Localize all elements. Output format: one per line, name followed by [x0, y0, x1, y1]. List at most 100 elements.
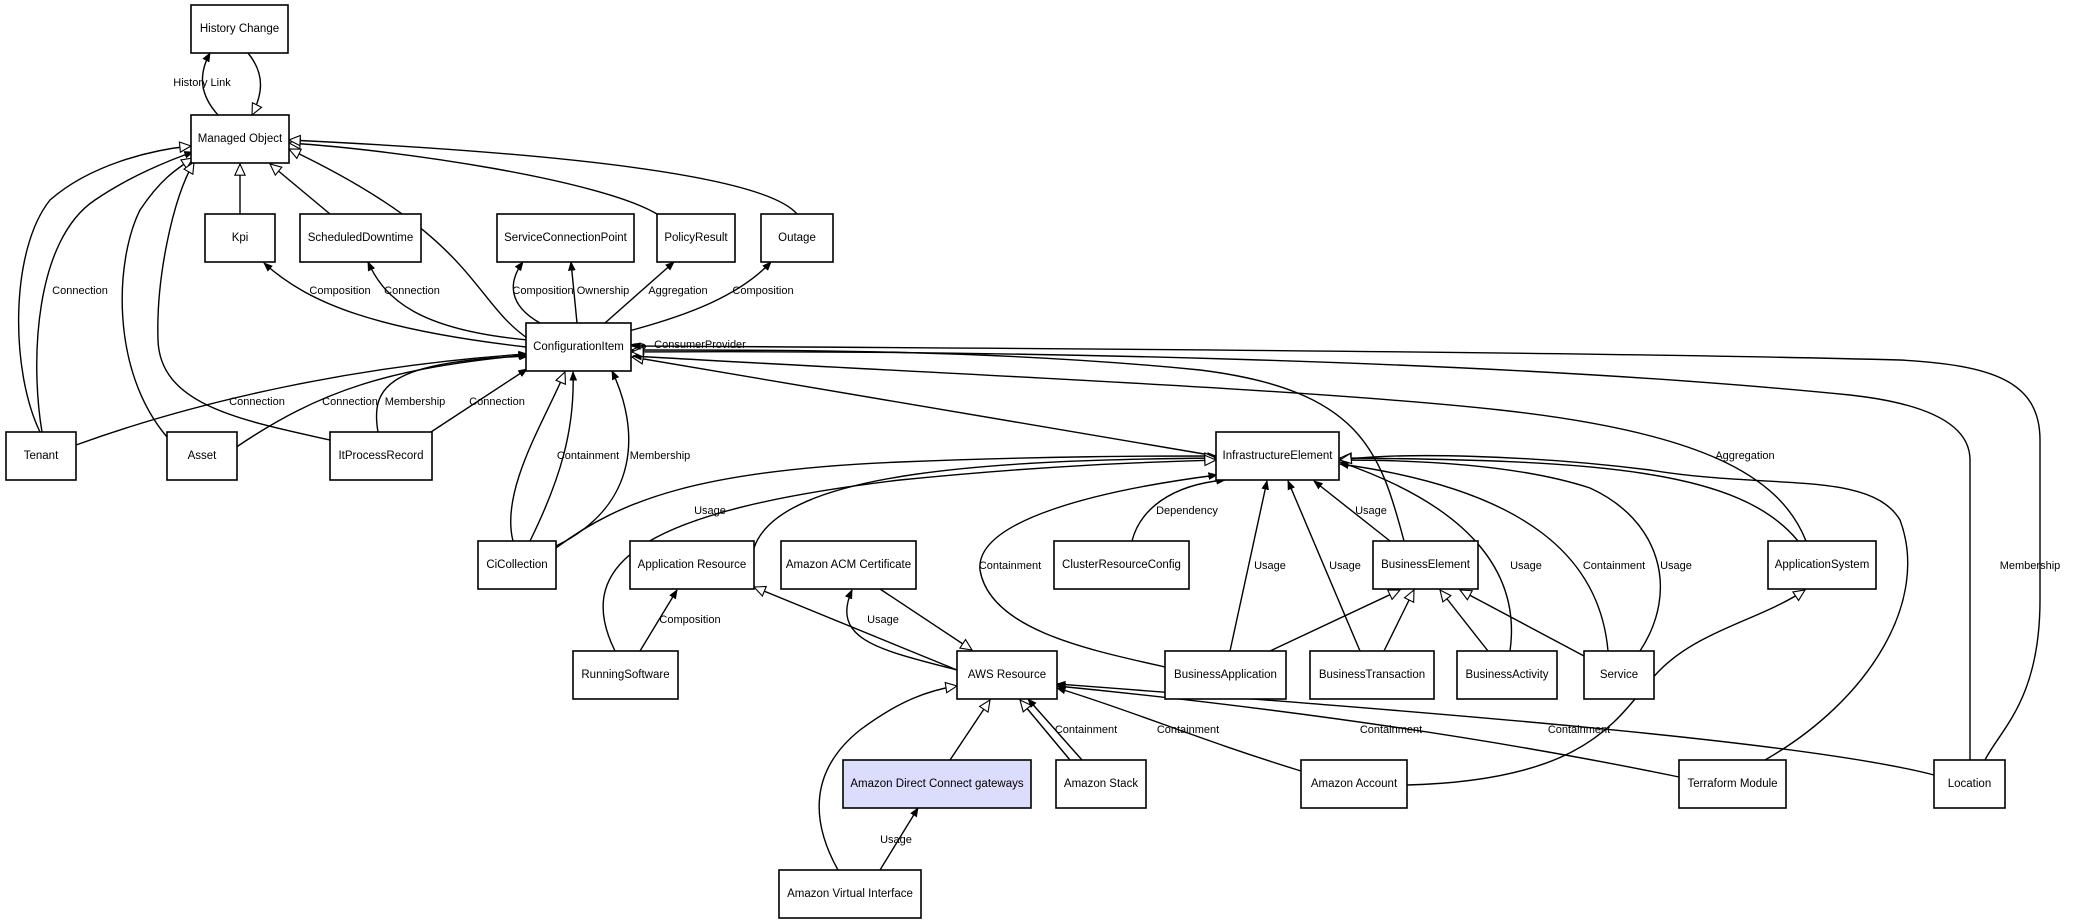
node-box-amazon-virtual-interface[interactable]	[778, 869, 922, 919]
node-box-amazon-acm-certificate[interactable]	[780, 540, 917, 590]
node-box-policy-result[interactable]	[656, 213, 736, 263]
node-box-kpi[interactable]	[204, 213, 276, 263]
node-amazon-virtual-interface[interactable]: Amazon Virtual Interface	[778, 869, 922, 919]
node-managed-object[interactable]: Managed Object	[190, 114, 290, 164]
node-label-history-change: History Change	[200, 23, 279, 35]
edge-aws-resource-to-amazon-acm-certificate-e50	[847, 590, 958, 671]
node-label-service: Service	[1600, 669, 1638, 681]
node-label-amazon-acm-certificate: Amazon ACM Certificate	[786, 559, 911, 571]
edge-amazon-virtual-interface-to-aws-resource-e53	[818, 686, 957, 871]
edge-amazon-account-to-aws-resource-e56	[1057, 688, 1302, 772]
node-application-system[interactable]: ApplicationSystem	[1767, 540, 1877, 590]
node-box-running-software[interactable]	[572, 650, 679, 700]
node-box-application-system[interactable]	[1767, 540, 1877, 590]
node-box-aws-resource[interactable]	[956, 650, 1058, 700]
node-box-amazon-account[interactable]	[1300, 759, 1408, 809]
node-history-change[interactable]: History Change	[190, 4, 289, 54]
node-scheduled-downtime[interactable]: ScheduledDowntime	[299, 213, 422, 263]
edge-label-e09: Connection	[52, 285, 108, 297]
edge-configuration-item-to-service-connection-point-e14	[512, 262, 541, 324]
node-aws-resource[interactable]: AWS Resource	[956, 650, 1058, 700]
node-business-transaction[interactable]: BusinessTransaction	[1309, 650, 1435, 700]
edge-label-e17: Composition	[732, 285, 793, 297]
node-box-cluster-resource-config[interactable]	[1053, 540, 1190, 590]
node-service[interactable]: Service	[1583, 650, 1655, 700]
node-box-application-resource[interactable]	[629, 540, 755, 590]
edge-configuration-item-to-service-connection-point-e15	[571, 262, 578, 324]
edge-scheduled-downtime-to-managed-object-e04	[270, 164, 331, 215]
node-amazon-direct-connect-gateways[interactable]: Amazon Direct Connect gateways	[842, 759, 1032, 809]
node-label-aws-resource: AWS Resource	[968, 669, 1046, 681]
node-box-business-transaction[interactable]	[1309, 650, 1435, 700]
node-box-business-application[interactable]	[1164, 650, 1287, 700]
node-configuration-item[interactable]: ConfigurationItem	[525, 322, 632, 372]
node-box-service[interactable]	[1583, 650, 1655, 700]
node-ci-collection[interactable]: CiCollection	[477, 540, 557, 590]
node-box-business-activity[interactable]	[1456, 650, 1558, 700]
node-outage[interactable]: Outage	[760, 213, 834, 263]
node-label-business-application: BusinessApplication	[1174, 669, 1277, 681]
node-it-process-record[interactable]: ItProcessRecord	[329, 431, 433, 481]
edge-configuration-item-to-scheduled-downtime-e13	[367, 262, 529, 341]
edge-business-element-to-infrastructure-element-e38	[1314, 481, 1391, 542]
node-label-outage: Outage	[778, 232, 816, 244]
node-business-activity[interactable]: BusinessActivity	[1456, 650, 1558, 700]
node-amazon-account[interactable]: Amazon Account	[1300, 759, 1408, 809]
node-label-location: Location	[1948, 778, 1991, 790]
node-label-business-activity: BusinessActivity	[1465, 669, 1548, 681]
node-box-managed-object[interactable]	[190, 114, 290, 164]
edge-business-transaction-to-business-element-e45	[1383, 590, 1415, 652]
node-business-element[interactable]: BusinessElement	[1372, 540, 1479, 590]
edge-outage-to-managed-object-e07	[289, 140, 798, 215]
node-box-terraform-module[interactable]	[1678, 759, 1787, 809]
edge-application-system-to-infrastructure-element-e42	[1340, 458, 1799, 542]
node-label-service-connection-point: ServiceConnectionPoint	[504, 232, 628, 244]
edge-label-e12: Composition	[309, 285, 370, 297]
node-box-it-process-record[interactable]	[329, 431, 433, 481]
node-box-business-element[interactable]	[1372, 540, 1479, 590]
edge-configuration-item-to-configuration-item-e18	[630, 343, 647, 350]
node-policy-result[interactable]: PolicyResult	[656, 213, 736, 263]
node-asset[interactable]: Asset	[166, 431, 238, 481]
edge-label-e31: Usage	[694, 505, 726, 517]
node-amazon-stack[interactable]: Amazon Stack	[1055, 759, 1147, 809]
node-box-service-connection-point[interactable]	[496, 213, 635, 263]
node-amazon-acm-certificate[interactable]: Amazon ACM Certificate	[780, 540, 917, 590]
edge-amazon-acm-certificate-to-aws-resource-e51	[879, 588, 972, 650]
node-kpi[interactable]: Kpi	[204, 213, 276, 263]
node-box-asset[interactable]	[166, 431, 238, 481]
edge-label-e37: Usage	[1329, 560, 1361, 572]
node-box-location[interactable]	[1933, 759, 2006, 809]
node-box-outage[interactable]	[760, 213, 834, 263]
node-box-amazon-direct-connect-gateways[interactable]	[842, 759, 1032, 809]
node-location[interactable]: Location	[1933, 759, 2006, 809]
edge-application-system-to-configuration-item-e28	[633, 356, 1807, 542]
node-business-application[interactable]: BusinessApplication	[1164, 650, 1287, 700]
node-cluster-resource-config[interactable]: ClusterResourceConfig	[1053, 540, 1190, 590]
edge-label-e60: Usage	[880, 834, 912, 846]
node-box-infrastructure-element[interactable]	[1215, 431, 1340, 481]
node-running-software[interactable]: RunningSoftware	[572, 650, 679, 700]
edge-location-to-configuration-item-e29	[632, 352, 1971, 760]
node-label-business-element: BusinessElement	[1381, 559, 1471, 571]
edge-label-e19: Connection	[229, 396, 285, 408]
edge-asset-to-managed-object-e10	[121, 158, 193, 438]
node-tenant[interactable]: Tenant	[5, 431, 77, 481]
node-box-configuration-item[interactable]	[525, 322, 632, 372]
edge-label-e38: Usage	[1355, 505, 1387, 517]
node-label-running-software: RunningSoftware	[581, 669, 669, 681]
node-service-connection-point[interactable]: ServiceConnectionPoint	[496, 213, 635, 263]
edge-running-software-to-infrastructure-element-e33	[602, 460, 1216, 652]
node-box-tenant[interactable]	[5, 431, 77, 481]
node-box-ci-collection[interactable]	[477, 540, 557, 590]
node-box-scheduled-downtime[interactable]	[299, 213, 422, 263]
node-box-history-change[interactable]	[190, 4, 289, 54]
edge-label-e13: Connection	[384, 285, 440, 297]
node-infrastructure-element[interactable]: InfrastructureElement	[1215, 431, 1340, 481]
node-terraform-module[interactable]: Terraform Module	[1678, 759, 1787, 809]
edge-policy-result-to-managed-object-e06	[289, 143, 658, 215]
edge-label-e28: Aggregation	[1715, 450, 1774, 462]
node-application-resource[interactable]: Application Resource	[629, 540, 755, 590]
node-box-amazon-stack[interactable]	[1055, 759, 1147, 809]
